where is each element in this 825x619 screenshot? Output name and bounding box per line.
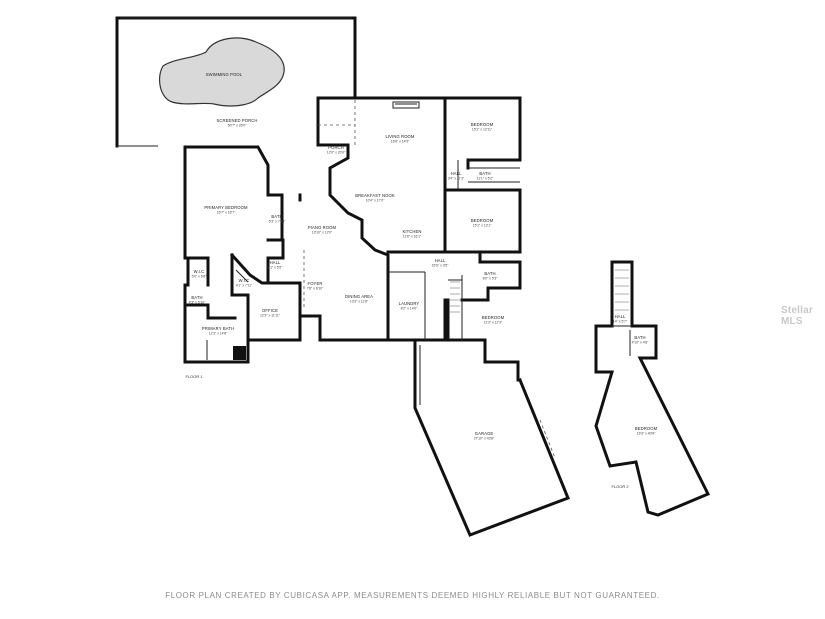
room-dim-bedroom-e: 15'1" x 13'1": [473, 224, 492, 228]
room-dim-breakfast: 10'4" x 17'0": [366, 199, 385, 203]
room-dim-office: 12'3" x 11'11": [260, 314, 281, 318]
room-name-swimming-pool: SWIMMING POOL: [206, 72, 243, 77]
room-dim-hall-f2: 14'' x 5'7": [613, 320, 628, 324]
room-name-primary-bath: PRIMARY BATH: [202, 326, 234, 331]
room-dim-hall-se: 15'6" x 3'5": [432, 264, 450, 268]
room-name-breakfast: BREAKFAST NOOK: [355, 193, 395, 198]
room-name-primary-bedroom: PRIMARY BEDROOM: [204, 205, 248, 210]
room-dim-bedroom-ne: 15'1" x 12'11": [472, 128, 493, 132]
floor1-walls: [183, 96, 522, 382]
room-dim-hall-e: 3'4" x 11'3": [448, 177, 465, 181]
room-dim-hall-c: 5'1" x 5'5": [268, 266, 284, 270]
room-name-wic2: W.I.C: [239, 278, 250, 283]
room-dim-bedroom-f2: 16'3" x 40'8": [637, 432, 656, 436]
room-name-bedroom-f2: BEDROOM: [635, 426, 658, 431]
room-dim-bedroom-se: 11'3" x 12'3": [484, 321, 503, 325]
swimming-pool-shape: [159, 37, 285, 107]
room-name-bedroom-ne: BEDROOM: [471, 122, 494, 127]
footer-disclaimer: FLOOR PLAN CREATED BY CUBICASA APP. MEAS…: [165, 591, 660, 600]
room-dim-screened-porch: 50'7" x 26'0": [228, 124, 247, 128]
room-dim-wic2: 4'1" x 7'11": [236, 284, 253, 288]
garage-walls: [413, 338, 570, 537]
floor1-label: FLOOR 1: [185, 374, 203, 379]
floor2-label: FLOOR 2: [611, 484, 629, 489]
room-name-garage: GARAGE: [475, 431, 494, 436]
room-dim-dining: 13'3" x 11'8": [350, 300, 369, 304]
mls-watermark: Stellar MLS: [781, 305, 813, 327]
room-name-dining: DINING AREA: [345, 294, 373, 299]
room-name-bath-e: BATH: [479, 171, 490, 176]
room-name-hall-f2: HALL: [615, 314, 626, 319]
room-name-living-room: LIVING ROOM: [385, 134, 414, 139]
room-dim-piano: 13'10" x 12'0": [312, 231, 333, 235]
floor2-walls: [594, 260, 711, 517]
room-name-bath-f2: BATH: [634, 335, 645, 340]
room-name-wic1: W.I.C: [194, 269, 205, 274]
room-dim-primary-bedroom: 16'7" x 18'7": [217, 211, 236, 215]
room-dim-kitchen: 11'8" x 16'1": [403, 235, 422, 239]
room-name-hall-e: HALL: [451, 171, 462, 176]
room-name-hall-se: HALL: [435, 258, 446, 263]
room-dim-foyer: 7'8" x 6'10": [307, 287, 325, 291]
room-name-hall-c: HALL: [270, 260, 281, 265]
room-name-kitchen: KITCHEN: [402, 229, 421, 234]
room-name-bedroom-e: BEDROOM: [471, 218, 494, 223]
room-name-screened-porch: SCREENED PORCH: [217, 118, 258, 123]
room-dim-bath-w: 4'3" x 5'10": [189, 301, 207, 305]
room-dim-wic1: 5'0" x 6'8": [192, 275, 208, 279]
screened-porch-area: [115, 16, 357, 148]
room-dim-bath-e: 11'1" x 5'2": [477, 177, 494, 181]
room-name-porch: PORCH: [328, 145, 344, 150]
room-name-laundry: LAUNDRY: [399, 301, 420, 306]
room-dim-primary-bath: 12'3" x 14'8": [209, 332, 228, 336]
room-name-bedroom-se: BEDROOM: [482, 315, 505, 320]
room-name-office: OFFICE: [262, 308, 278, 313]
room-name-bath-se: BATH: [484, 271, 495, 276]
floor1-interior: [206, 100, 520, 360]
room-name-piano: PIANO ROOM: [308, 225, 337, 230]
room-dim-porch: 12'0" x 20'0": [327, 151, 346, 155]
fireplace: [392, 101, 420, 109]
room-dim-laundry: 8'2" x 14'0": [401, 307, 419, 311]
room-name-bath-w: BATH: [191, 295, 202, 300]
room-dim-living-room: 16'8" x 14'5": [391, 140, 410, 144]
room-dim-bath-se: 8'0" x 5'3": [483, 277, 499, 281]
room-dim-bath-c: 5'3" x 7'10": [269, 220, 287, 224]
room-dim-garage: 27'10" x 43'8": [474, 437, 495, 441]
room-dim-bath-f2: 4'10" x 4'8": [632, 341, 650, 345]
room-name-foyer: FOYER: [308, 281, 323, 286]
room-name-bath-c: BATH: [271, 214, 282, 219]
primary-bath-fixture: [233, 346, 246, 360]
